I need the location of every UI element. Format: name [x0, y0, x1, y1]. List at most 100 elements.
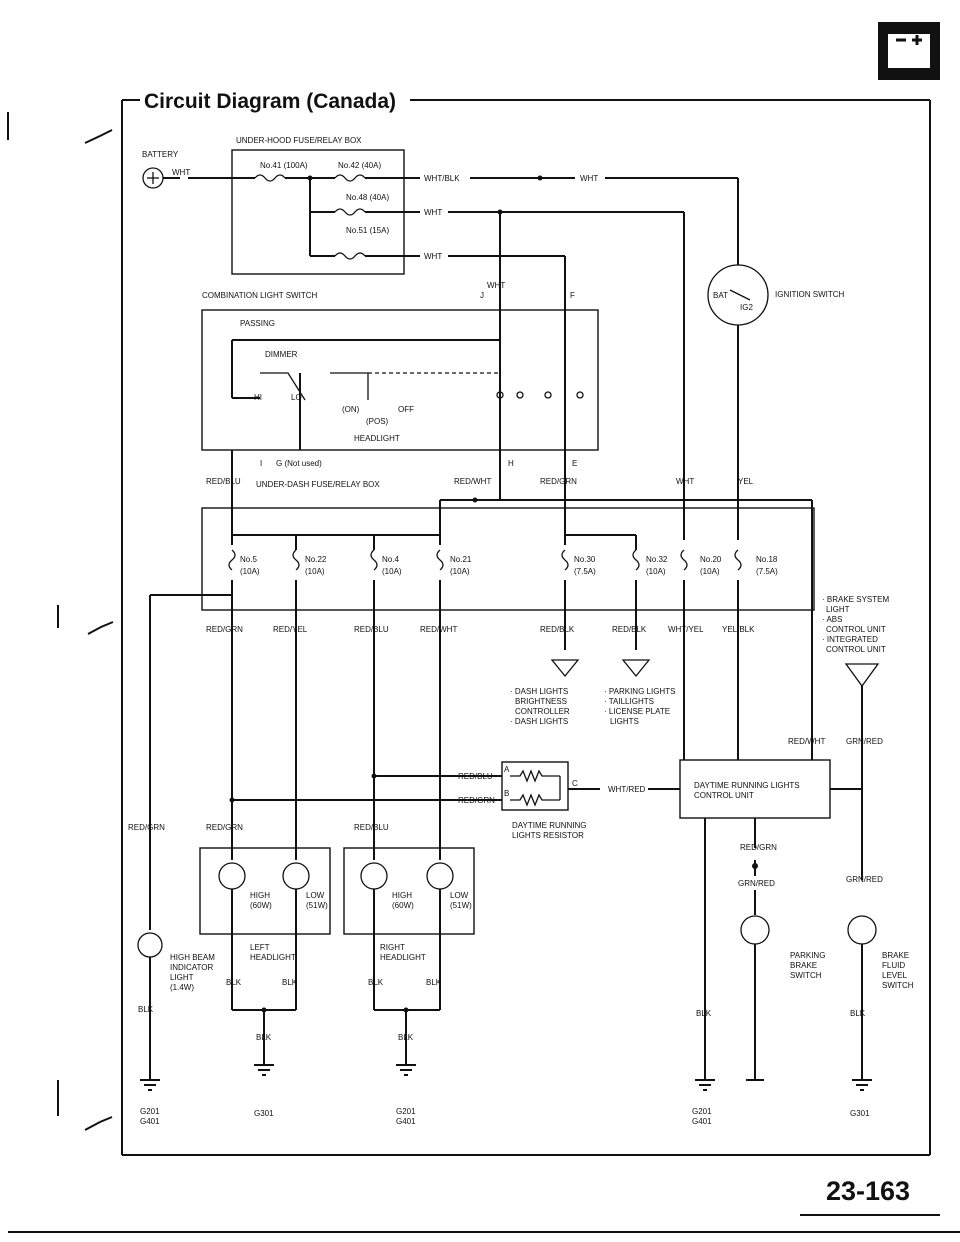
pbs-label-3: SWITCH: [790, 971, 822, 980]
hbi-ground-1: G201: [140, 1107, 160, 1116]
fuse-48-symbol: [334, 208, 366, 216]
battery-icon: [878, 22, 940, 80]
hbi-label-2: INDICATOR: [170, 963, 213, 972]
hbi-red-grn: RED/GRN: [128, 823, 165, 832]
hbi-label-1: HIGH BEAM: [170, 953, 215, 962]
right-ground-1: G201: [396, 1107, 416, 1116]
ign-bat: BAT: [713, 291, 728, 300]
in-red-wht: RED/WHT: [454, 477, 491, 486]
term-j: J: [480, 291, 484, 300]
note-brake-6: CONTROL UNIT: [826, 645, 886, 654]
combo-switch-label: COMBINATION LIGHT SWITCH: [202, 291, 317, 300]
fuse-42: No.42 (40A): [338, 161, 381, 170]
dash-fuse-21: No.21 (10A): [436, 549, 472, 576]
drl-grn-red: GRN/RED: [846, 737, 883, 746]
out-red-yel: RED/YEL: [273, 625, 308, 634]
underdash-fuse-box: [201, 507, 815, 611]
right-high-bulb: [360, 862, 388, 890]
right-headlight: [343, 847, 475, 935]
fuse-48: No.48 (40A): [346, 193, 389, 202]
drl-blk: BLK: [696, 1009, 712, 1018]
underhood-box-label: UNDER-HOOD FUSE/RELAY BOX: [236, 136, 362, 145]
on-label: (ON): [342, 405, 360, 414]
bfs-label-2: FLUID: [882, 961, 905, 970]
out-red-grn: RED/GRN: [206, 625, 243, 634]
fuse-51-symbol: [334, 252, 366, 260]
left-blk-1: BLK: [226, 978, 242, 987]
resistor-in-red-grn: RED/GRN: [458, 796, 495, 805]
right-high-label: HIGH: [392, 891, 412, 900]
out-wht-yel: WHT/YEL: [668, 625, 704, 634]
dash-fuse-30: No.30 (7.5A): [561, 549, 596, 576]
note-parking-2: · TAILLIGHTS: [604, 697, 654, 706]
wire-wht-blk: WHT/BLK: [424, 174, 460, 183]
svg-text:No.22: No.22: [305, 555, 327, 564]
fuse-41-symbol: [254, 174, 286, 182]
right-blk-2: BLK: [426, 978, 442, 987]
out-red-blu: RED/BLU: [354, 625, 389, 634]
page-title: Circuit Diagram (Canada): [144, 90, 396, 113]
battery-wire: WHT: [172, 168, 190, 177]
ignition-switch-label: IGNITION SWITCH: [775, 290, 845, 299]
term-a: A: [504, 765, 510, 774]
in-red-blu: RED/BLU: [206, 477, 241, 486]
left-high-watt: (60W): [250, 901, 272, 910]
right-high-watt: (60W): [392, 901, 414, 910]
off-label: OFF: [398, 405, 414, 414]
right-low-label: LOW: [450, 891, 469, 900]
svg-text:No.18: No.18: [756, 555, 778, 564]
high-beam-indicator: [137, 932, 163, 958]
svg-text:(10A): (10A): [382, 567, 402, 576]
bfs-grn-red: GRN/RED: [846, 875, 883, 884]
left-low-watt: (51W): [306, 901, 328, 910]
bfs-label-3: LEVEL: [882, 971, 907, 980]
drl-red-grn: RED/GRN: [740, 843, 777, 852]
hbi-blk: BLK: [138, 1005, 154, 1014]
arrow-parking-lights: [621, 659, 651, 678]
drl-label-1: DAYTIME RUNNING LIGHTS: [694, 781, 800, 790]
drl-red-wht: RED/WHT: [788, 737, 825, 746]
note-dash-1: · DASH LIGHTS: [510, 687, 568, 696]
note-brake-1: · BRAKE SYSTEM: [822, 595, 889, 604]
in-yel: YEL: [738, 477, 754, 486]
left-ground-id: G301: [254, 1109, 274, 1118]
left-hl-label-1: LEFT: [250, 943, 270, 952]
left-high-label: HIGH: [250, 891, 270, 900]
out-red-wht: RED/WHT: [420, 625, 457, 634]
drl-label-2: CONTROL UNIT: [694, 791, 754, 800]
right-low-watt: (51W): [450, 901, 472, 910]
wire-wht-2: WHT: [424, 208, 442, 217]
right-hl-label-1: RIGHT: [380, 943, 405, 952]
fuse-41: No.41 (100A): [260, 161, 308, 170]
note-dash-4: · DASH LIGHTS: [510, 717, 568, 726]
term-e: E: [572, 459, 577, 468]
left-hl-red-grn: RED/GRN: [206, 823, 243, 832]
arrow-brake-system: [844, 663, 880, 688]
term-h: H: [508, 459, 514, 468]
note-brake-2: LIGHT: [826, 605, 850, 614]
term-i: I: [260, 459, 262, 468]
right-hl-red-blu: RED/BLU: [354, 823, 389, 832]
right-hl-label-2: HEADLIGHT: [380, 953, 426, 962]
ign-ig2: IG2: [740, 303, 753, 312]
drl-ground-2: G401: [692, 1117, 712, 1126]
right-ground-2: G401: [396, 1117, 416, 1126]
left-high-bulb: [218, 862, 246, 890]
pbs-label-1: PARKING: [790, 951, 825, 960]
svg-text:(7.5A): (7.5A): [756, 567, 778, 576]
term-b: B: [504, 789, 509, 798]
note-brake-3: · ABS: [822, 615, 842, 624]
term-f: F: [570, 291, 575, 300]
page-number: 23-163: [826, 1176, 910, 1206]
arrow-dash-lights: [550, 659, 580, 678]
note-parking-4: LIGHTS: [610, 717, 639, 726]
left-hl-label-2: HEADLIGHT: [250, 953, 296, 962]
dash-fuse-5: No.5 (10A): [228, 549, 260, 576]
resistor-label-2: LIGHTS RESISTOR: [512, 831, 584, 840]
bfs-label-1: BRAKE: [882, 951, 909, 960]
dash-fuse-22: No.22 (10A): [292, 549, 327, 576]
bfs-blk: BLK: [850, 1009, 866, 1018]
parking-brake-switch: [740, 915, 770, 945]
note-brake-5: · INTEGRATED: [822, 635, 878, 644]
bfs-ground-id: G301: [850, 1109, 870, 1118]
